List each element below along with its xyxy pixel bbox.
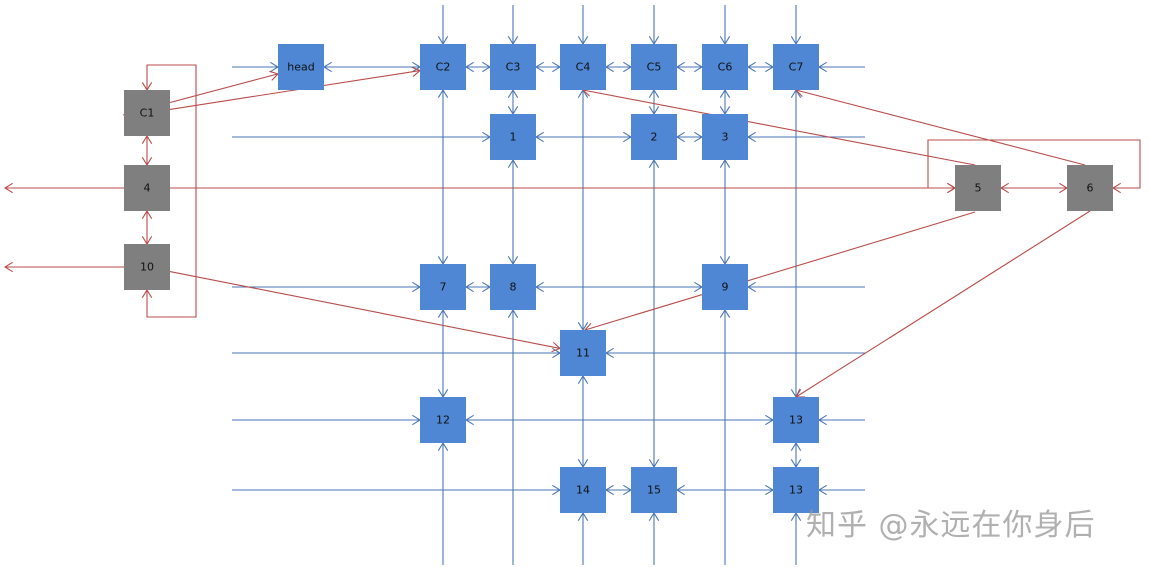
node-box	[773, 467, 819, 513]
node-label: 10	[140, 261, 154, 274]
node-n13b[interactable]: 13	[773, 467, 819, 513]
edge-n5-n11	[584, 211, 976, 331]
node-C4[interactable]: C4	[560, 44, 606, 90]
node-n6[interactable]: 6	[1067, 165, 1113, 211]
node-box	[560, 467, 606, 513]
left-exit-line-arrowhead	[3, 261, 13, 273]
node-box	[955, 165, 1001, 211]
node-label: 11	[576, 347, 590, 360]
node-box	[631, 114, 677, 160]
node-C7[interactable]: C7	[773, 44, 819, 90]
node-label: 7	[440, 281, 447, 294]
edge-n10-n11	[169, 270, 561, 350]
node-label: 13	[789, 414, 803, 427]
node-label: C1	[140, 107, 155, 120]
node-box	[631, 467, 677, 513]
node-box	[420, 44, 466, 90]
node-C2[interactable]: C2	[420, 44, 466, 90]
node-C6[interactable]: C6	[702, 44, 748, 90]
node-label: C6	[718, 61, 733, 74]
node-label: C7	[789, 61, 804, 74]
node-n11[interactable]: 11	[560, 330, 606, 376]
node-n4[interactable]: 4	[124, 165, 170, 211]
node-label: 4	[144, 182, 151, 195]
node-C5[interactable]: C5	[631, 44, 677, 90]
node-box	[490, 264, 536, 310]
node-n2[interactable]: 2	[631, 114, 677, 160]
node-n9[interactable]: 9	[702, 264, 748, 310]
node-n13a[interactable]: 13	[773, 397, 819, 443]
node-label: 3	[722, 131, 729, 144]
node-label: 5	[975, 182, 982, 195]
left-loop-line	[146, 64, 197, 318]
node-box	[490, 114, 536, 160]
node-box	[631, 44, 677, 90]
node-box	[702, 44, 748, 90]
node-box	[773, 44, 819, 90]
node-head[interactable]: head	[278, 44, 324, 90]
node-label: 13	[789, 484, 803, 497]
node-box	[702, 114, 748, 160]
left-exit-line-arrowhead	[3, 182, 13, 194]
node-box	[278, 44, 324, 90]
node-label: 9	[722, 281, 729, 294]
node-label: head	[287, 61, 314, 74]
edge-n5-C4	[582, 89, 976, 166]
node-label: 15	[647, 484, 661, 497]
node-n14[interactable]: 14	[560, 467, 606, 513]
node-box	[420, 397, 466, 443]
node-label: 14	[576, 484, 590, 497]
node-box	[420, 264, 466, 310]
edge-n6-C7	[795, 89, 1086, 166]
node-label: C2	[436, 61, 451, 74]
node-label: C4	[576, 61, 591, 74]
node-n12[interactable]: 12	[420, 397, 466, 443]
node-box	[773, 397, 819, 443]
node-box	[124, 244, 170, 290]
watermark: 知乎 @永远在你身后	[806, 508, 1096, 543]
node-n10[interactable]: 10	[124, 244, 170, 290]
node-label: C5	[647, 61, 662, 74]
node-label: 6	[1087, 182, 1094, 195]
node-n7[interactable]: 7	[420, 264, 466, 310]
node-box	[490, 44, 536, 90]
node-box	[124, 90, 170, 136]
edge-n6-n13a	[795, 210, 1091, 398]
node-label: C3	[506, 61, 521, 74]
node-label: 8	[510, 281, 517, 294]
node-box	[124, 165, 170, 211]
node-box	[1067, 165, 1113, 211]
node-n3[interactable]: 3	[702, 114, 748, 160]
node-C3[interactable]: C3	[490, 44, 536, 90]
node-box	[560, 330, 606, 376]
node-label: 12	[436, 414, 450, 427]
node-n5[interactable]: 5	[955, 165, 1001, 211]
node-n8[interactable]: 8	[490, 264, 536, 310]
node-C1[interactable]: C1	[124, 90, 170, 136]
node-label: 1	[510, 131, 517, 144]
node-box	[702, 264, 748, 310]
node-n15[interactable]: 15	[631, 467, 677, 513]
node-n1[interactable]: 1	[490, 114, 536, 160]
node-box	[560, 44, 606, 90]
node-label: 2	[651, 131, 658, 144]
